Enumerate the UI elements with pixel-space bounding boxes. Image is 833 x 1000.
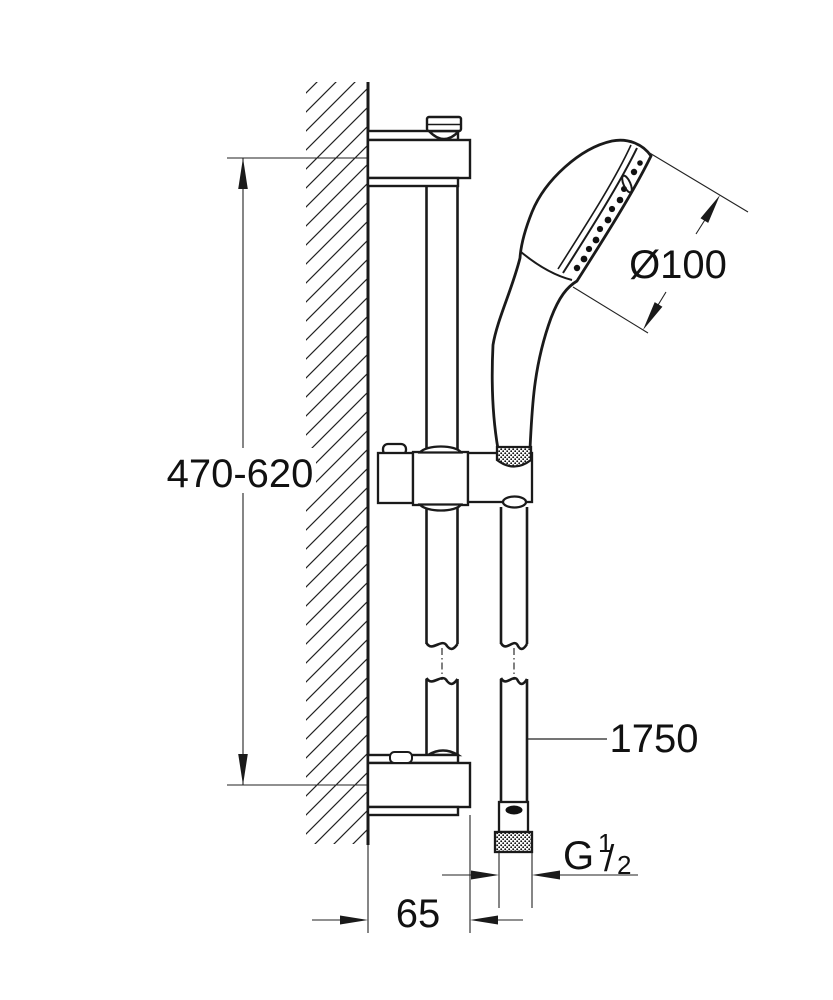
thread-dimension: G 1 / 2 — [442, 828, 638, 880]
rail-height-label: 470-620 — [167, 452, 314, 496]
thread-letter: G — [563, 834, 594, 878]
rail-height-dimension: 470-620 — [164, 157, 368, 786]
arrowhead-lower — [643, 302, 663, 330]
bracket-body — [366, 138, 472, 180]
wall-distance-dimension: 65 — [312, 815, 523, 936]
lock-knob-block — [376, 451, 415, 505]
rail-break-lower-edge — [425, 676, 459, 686]
hand-shower — [490, 138, 653, 451]
face-inner-rim-line — [562, 147, 638, 274]
hand-shower-outline — [490, 138, 653, 451]
bottom-wall-bracket — [366, 749, 472, 817]
arrowhead-up — [238, 158, 248, 189]
slider-body — [411, 450, 470, 507]
hose-length-callout: 1750 — [528, 717, 698, 761]
head-diameter-label: Ø100 — [629, 243, 727, 287]
thread-denominator: 2 — [617, 850, 631, 880]
bracket-bottom-flange — [366, 176, 460, 188]
arrowhead-right — [340, 915, 368, 925]
head-handle-joint-line — [520, 251, 573, 281]
arrowhead-left — [532, 870, 560, 880]
bracket-body — [366, 761, 472, 809]
hose-break-upper-edge — [499, 641, 529, 651]
bracket-top-flange — [366, 753, 460, 765]
arrowhead-left — [470, 915, 498, 925]
wall-hatch — [306, 82, 368, 844]
face-back-rim-line — [557, 144, 632, 270]
fitting-detail — [505, 805, 523, 815]
hose-length-label: 1750 — [610, 717, 699, 761]
spray-nozzles — [573, 160, 643, 272]
wall-section — [306, 82, 370, 933]
rail-bulge-top — [417, 445, 464, 454]
extension-line-upper — [647, 151, 749, 213]
extension-line-lower — [572, 286, 649, 334]
slide-rail — [425, 186, 459, 754]
wall-distance-label: 65 — [396, 892, 441, 936]
hose-knurled-nut — [493, 830, 534, 854]
top-wall-bracket — [366, 115, 472, 188]
thread-numerator: 1 — [598, 828, 612, 858]
bracket-screw-cap — [389, 751, 413, 764]
handle-knurl-grip — [495, 445, 533, 468]
hose-break-lower-edge — [499, 676, 529, 686]
shower-hose — [493, 507, 534, 908]
label-halo — [164, 448, 316, 493]
hose-connector-dome — [501, 495, 528, 509]
arrowhead-right — [471, 870, 499, 880]
face-slot — [621, 174, 633, 194]
head-diameter-dimension: Ø100 — [572, 151, 749, 334]
rail-break-upper-edge — [425, 641, 459, 651]
arrowhead-upper — [700, 195, 720, 223]
bracket-bottom-flange — [366, 805, 460, 817]
rail-bulge-bottom — [417, 503, 464, 512]
glide-element — [376, 442, 534, 512]
thread-slash: / — [604, 838, 615, 879]
arrowhead-down — [238, 754, 248, 785]
